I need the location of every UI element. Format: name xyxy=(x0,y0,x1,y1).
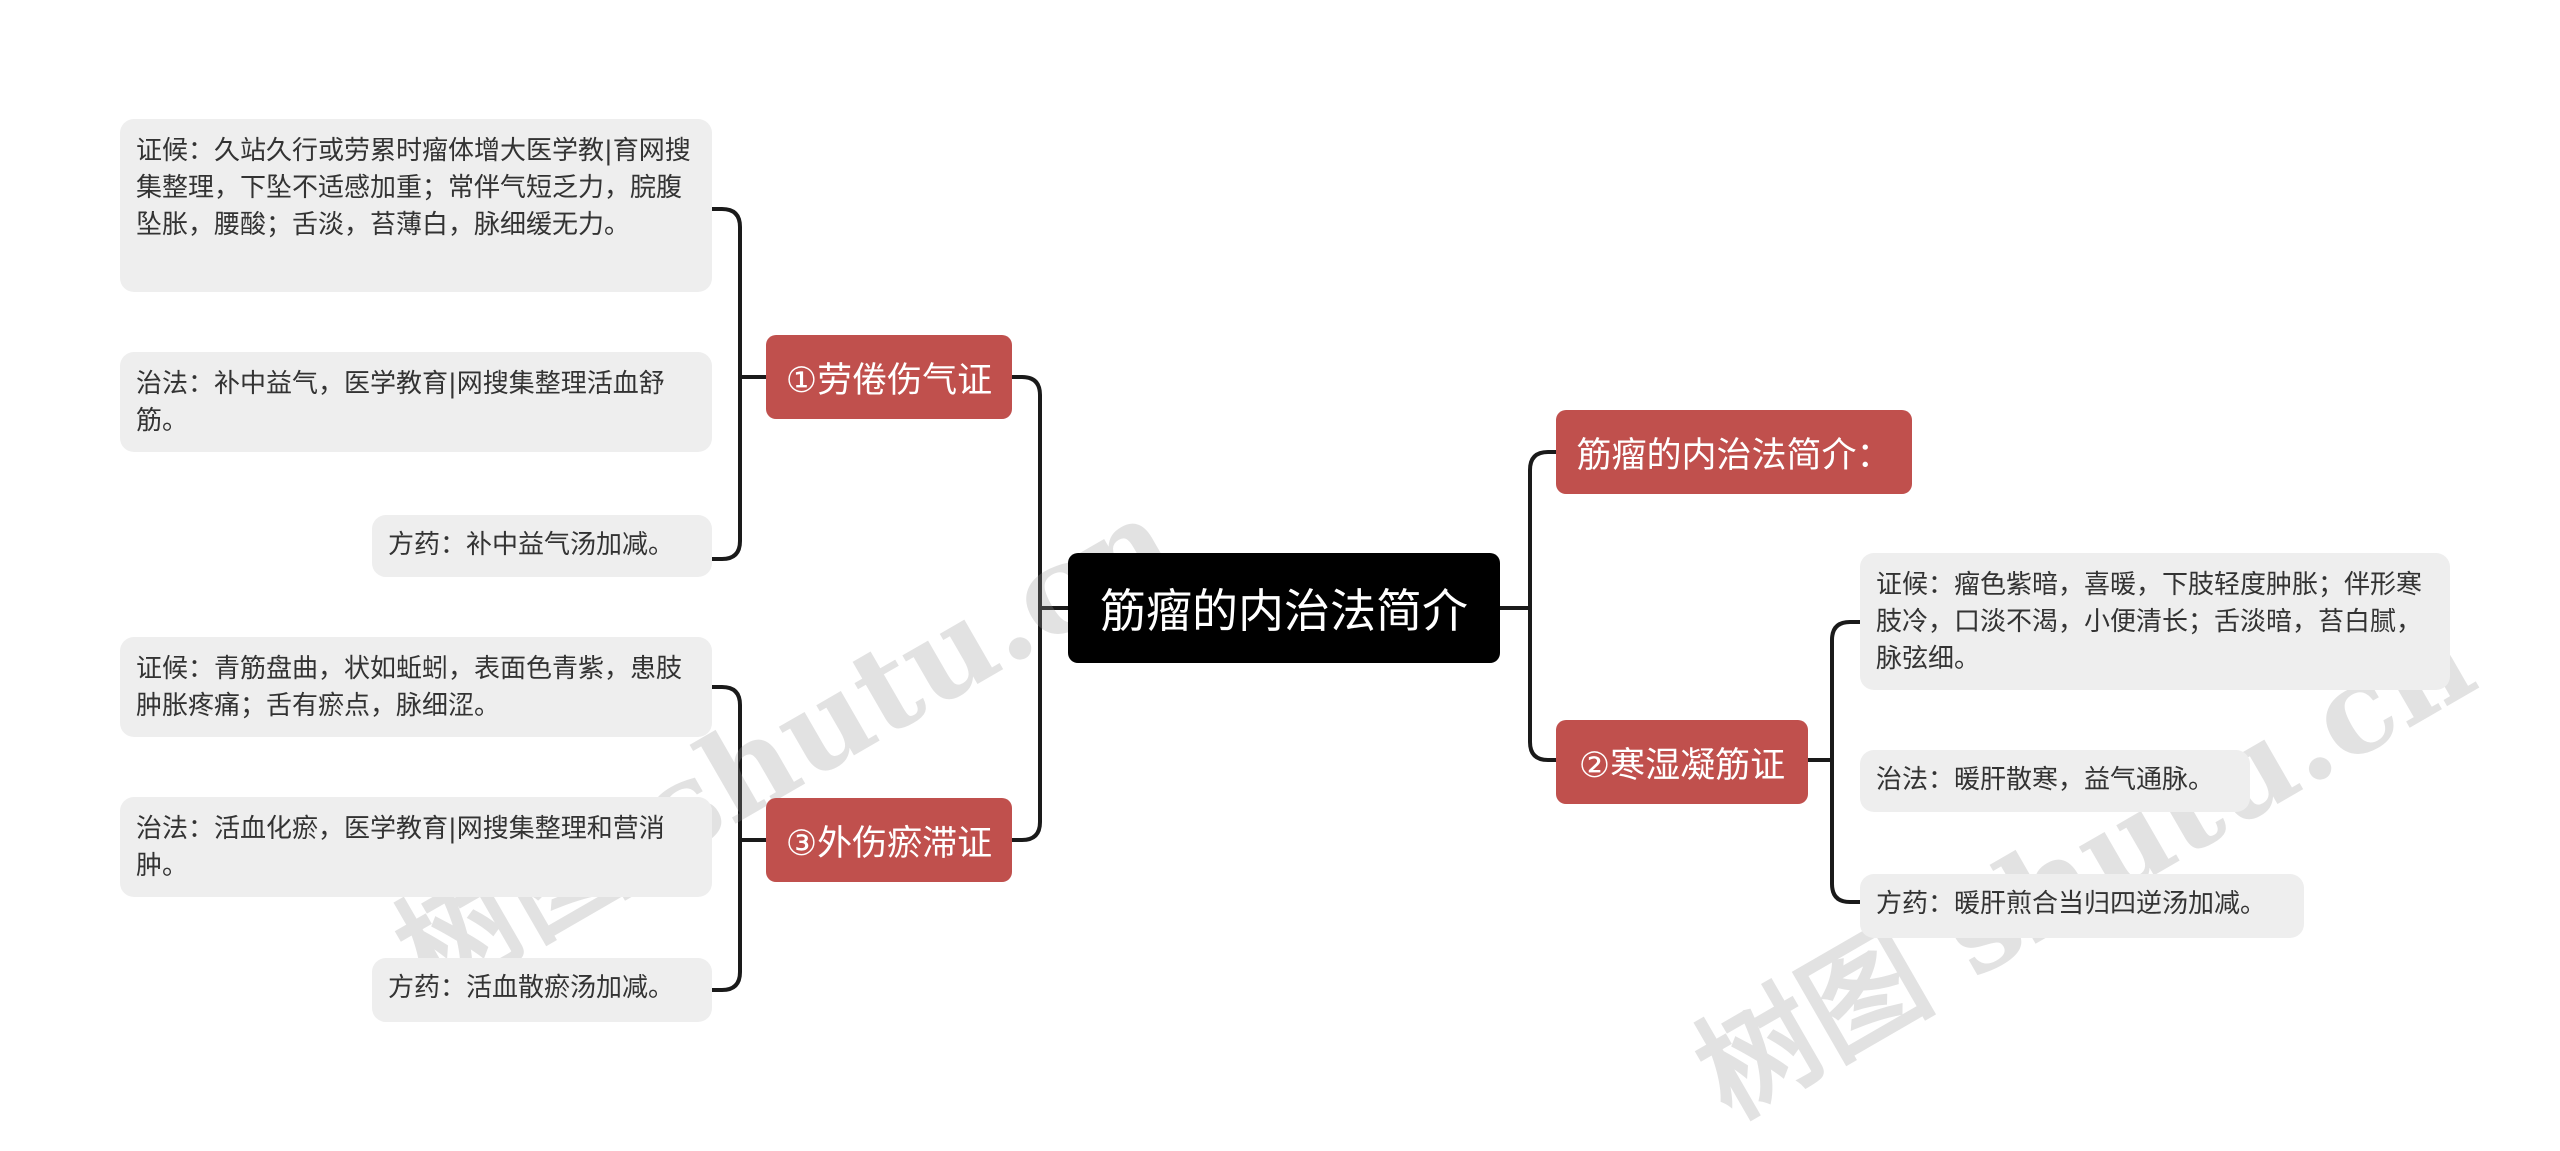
leaf-node[interactable]: 方药：补中益气汤加减。 xyxy=(372,515,712,577)
leaf-node[interactable]: 证候：瘤色紫暗，喜暖，下肢轻度肿胀；伴形寒肢冷，口淡不渴，小便清长；舌淡暗，苔白… xyxy=(1860,553,2450,690)
link-branch1-leaves xyxy=(710,207,768,561)
branch-node-3[interactable]: ③外伤瘀滞证 xyxy=(766,798,1012,882)
leaf-node[interactable]: 治法：暖肝散寒，益气通脉。 xyxy=(1860,750,2250,812)
branch-node-intro[interactable]: 筋瘤的内治法简介： xyxy=(1556,410,1912,494)
leaf-node[interactable]: 证候：青筋盘曲，状如蚯蚓，表面色青紫，患肢肿胀疼痛；舌有瘀点，脉细涩。 xyxy=(120,637,712,737)
leaf-node[interactable]: 证候：久站久行或劳累时瘤体增大医学教|育网搜集整理，下坠不适感加重；常伴气短乏力… xyxy=(120,119,712,292)
root-node[interactable]: 筋瘤的内治法简介 xyxy=(1068,553,1500,663)
leaf-node[interactable]: 治法：活血化瘀，医学教育|网搜集整理和营消肿。 xyxy=(120,797,712,897)
link-root-left xyxy=(1010,375,1070,842)
link-branch2-leaves xyxy=(1806,620,1862,904)
link-branch3-leaves xyxy=(710,685,768,992)
leaf-node[interactable]: 方药：活血散瘀汤加减。 xyxy=(372,958,712,1022)
leaf-node[interactable]: 治法：补中益气，医学教育|网搜集整理活血舒筋。 xyxy=(120,352,712,452)
branch-node-2[interactable]: ②寒湿凝筋证 xyxy=(1556,720,1808,804)
branch-node-1[interactable]: ①劳倦伤气证 xyxy=(766,335,1012,419)
link-root-right xyxy=(1498,450,1558,762)
leaf-node[interactable]: 方药：暖肝煎合当归四逆汤加减。 xyxy=(1860,874,2304,938)
